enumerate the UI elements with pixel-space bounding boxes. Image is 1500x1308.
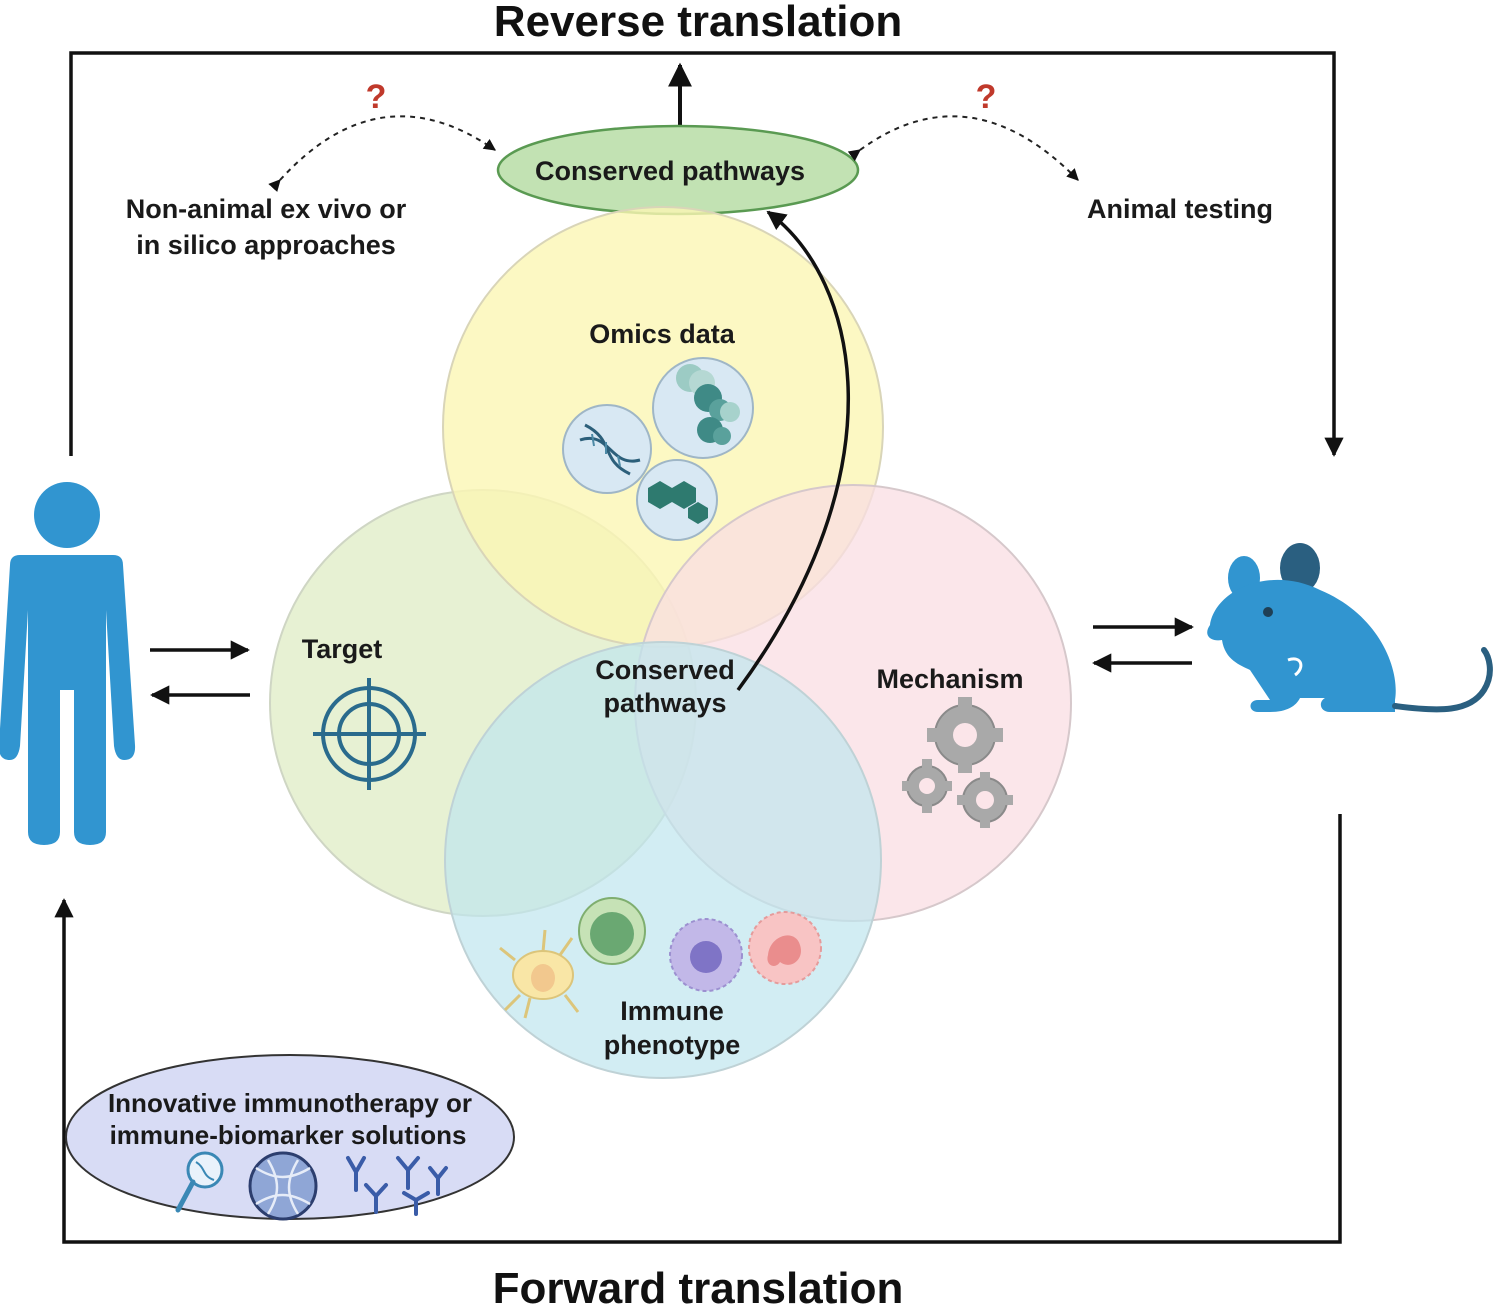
mechanism-label: Mechanism — [876, 664, 1023, 694]
immune-label-line1: Immune — [620, 996, 724, 1026]
molecule-icon — [636, 459, 718, 541]
forward-translation-arrow — [54, 814, 1342, 1244]
animal-testing-label: Animal testing — [1087, 194, 1273, 224]
reverse-translation-arrow — [69, 51, 1344, 457]
gears-icon — [902, 697, 1013, 828]
non-animal-label-line1: Non-animal ex vivo or — [126, 194, 407, 224]
dendritic-cell-icon — [499, 929, 580, 1019]
lymphocyte-icon — [578, 897, 646, 965]
magnifier-dna-icon — [175, 1151, 224, 1213]
antibodies-icon — [346, 1156, 448, 1216]
neutrophil-icon — [748, 911, 822, 985]
right-question-mark: ? — [976, 78, 997, 116]
person-icon — [0, 482, 136, 845]
center-label-line2: pathways — [603, 688, 726, 718]
crosshair-icon — [313, 678, 426, 790]
immune-label-line2: phenotype — [604, 1030, 741, 1060]
solutions-label-line2: immune-biomarker solutions — [110, 1120, 467, 1150]
mouse-icon — [1207, 543, 1493, 713]
target-label: Target — [302, 634, 383, 664]
reverse-translation-title: Reverse translation — [494, 0, 902, 46]
center-label-line1: Conserved — [595, 655, 735, 685]
left-question-mark: ? — [366, 78, 387, 116]
nanoparticle-icon — [248, 1151, 318, 1221]
protein-icon — [652, 357, 754, 459]
non-animal-label-line2: in silico approaches — [136, 230, 396, 260]
center-to-top-arrow — [736, 210, 850, 692]
left-dashed-arrow — [268, 115, 496, 193]
solutions-label-line1: Innovative immunotherapy or — [108, 1088, 472, 1118]
omics-label: Omics data — [589, 319, 736, 349]
conserved-pathways-label: Conserved pathways — [535, 156, 805, 186]
macrophage-icon — [669, 918, 743, 992]
forward-translation-title: Forward translation — [493, 1264, 904, 1308]
dna-icon — [562, 404, 652, 494]
right-dashed-arrow — [847, 115, 1079, 181]
